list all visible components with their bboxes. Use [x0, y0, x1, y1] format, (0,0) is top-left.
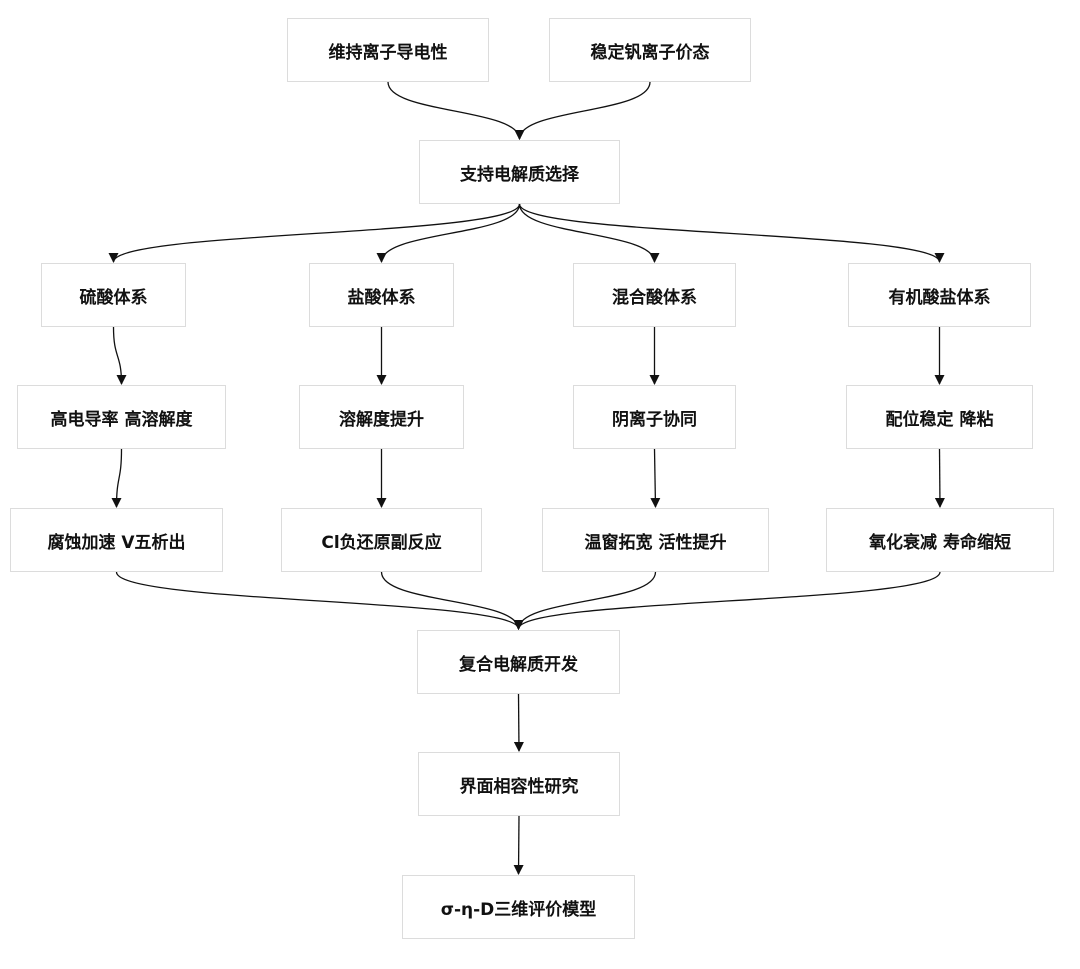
edge-temp_window-to-composite_electrolyte [513, 571, 657, 630]
node-oxidation-decay: 氧化衰减 寿命缩短 [826, 508, 1054, 572]
node-interface-compat: 界面相容性研究 [418, 752, 620, 816]
node-coordination-stable: 配位稳定 降粘 [846, 385, 1033, 449]
node-sulfuric-acid: 硫酸体系 [41, 263, 186, 327]
node-electrolyte-selection: 支持电解质选择 [419, 140, 620, 204]
edge-high_conductivity-to-corrosion [111, 448, 123, 508]
edge-interface_compat-to-eval_model [513, 815, 524, 875]
node-eval-model: σ-η-D三维评价模型 [402, 875, 635, 939]
node-anion-synergy: 阴离子协同 [573, 385, 736, 449]
node-maintain-conductivity: 维持离子导电性 [287, 18, 489, 82]
edge-electrolyte_selection-to-organic_salt [518, 203, 945, 263]
node-solubility-boost: 溶解度提升 [299, 385, 464, 449]
node-hydrochloric-acid: 盐酸体系 [309, 263, 454, 327]
node-corrosion: 腐蚀加速 V五析出 [10, 508, 223, 572]
edge-composite_electrolyte-to-interface_compat [513, 693, 524, 752]
edge-corrosion-to-composite_electrolyte [115, 571, 524, 630]
edge-electrolyte_selection-to-sulfuric_acid [108, 203, 521, 263]
edge-electrolyte_selection-to-mixed_acid [518, 203, 660, 263]
node-cl-side-reaction: Cl负还原副反应 [281, 508, 482, 572]
edge-maintain_conductivity-to-electrolyte_selection [387, 81, 525, 140]
edge-sulfuric_acid-to-high_conductivity [112, 326, 127, 385]
edge-cl_side_reaction-to-composite_electrolyte [380, 571, 524, 630]
edge-electrolyte_selection-to-hydrochloric_acid [376, 203, 521, 263]
edge-oxidation_decay-to-composite_electrolyte [513, 571, 941, 630]
edge-layer [108, 81, 945, 875]
node-temp-window: 温窗拓宽 活性提升 [542, 508, 769, 572]
node-mixed-acid: 混合酸体系 [573, 263, 736, 327]
node-composite-electrolyte: 复合电解质开发 [417, 630, 620, 694]
node-organic-salt: 有机酸盐体系 [848, 263, 1031, 327]
node-stabilize-valence: 稳定钒离子价态 [549, 18, 751, 82]
node-high-conductivity: 高电导率 高溶解度 [17, 385, 226, 449]
edge-stabilize_valence-to-electrolyte_selection [514, 81, 651, 140]
edge-coordination_stable-to-oxidation_decay [934, 448, 945, 508]
edge-anion_synergy-to-temp_window [650, 448, 661, 508]
